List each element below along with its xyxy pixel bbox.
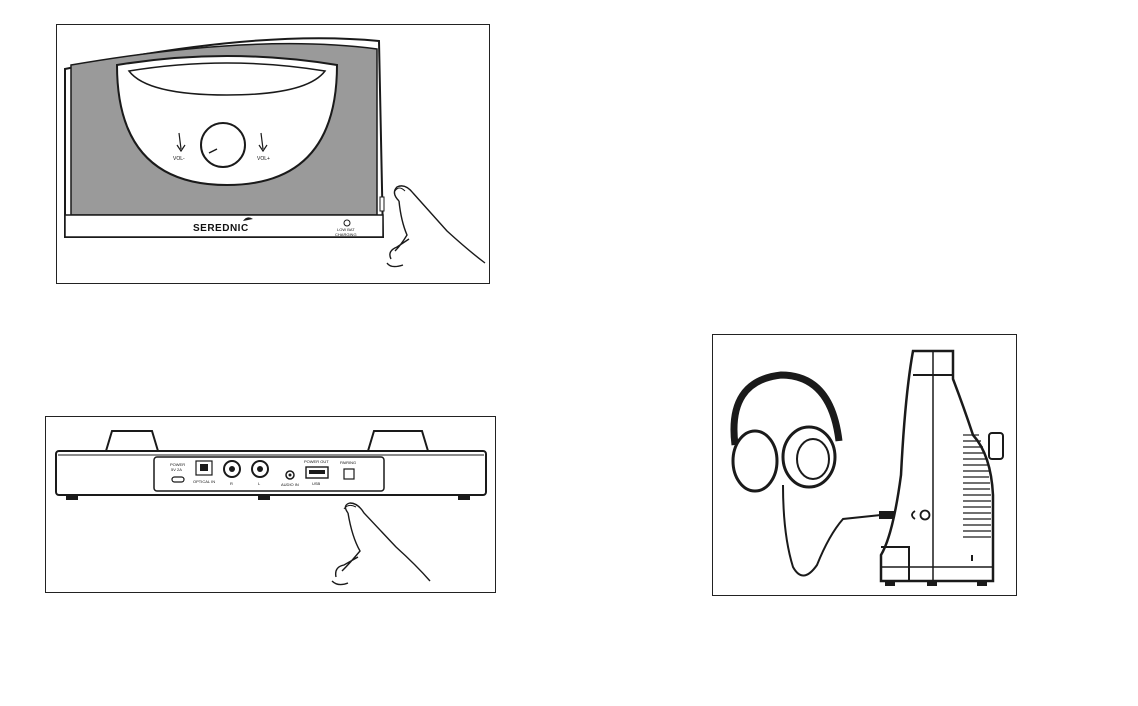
- headphone-cable: [782, 484, 882, 577]
- pairing-label: PAIRING: [340, 460, 356, 465]
- device-lower-ledge: [881, 546, 910, 581]
- hand-finger-icon: [331, 502, 431, 586]
- headphone-jack: [919, 509, 931, 521]
- back-view-illustration: POWER 5V 2A OPTICAL IN R L AUDIO IN POWE…: [55, 430, 487, 586]
- fingernail: [394, 187, 406, 192]
- audio-in-core: [288, 473, 292, 477]
- vol-plus-arrow-icon: [258, 132, 268, 153]
- indicator-label-line1: LOW BAT: [337, 227, 355, 232]
- bottom-strip: [64, 214, 384, 238]
- volume-knob: [200, 122, 246, 168]
- foot-1: [885, 581, 895, 586]
- handle-inner-curve: [127, 62, 327, 96]
- audio-plug: [879, 511, 897, 519]
- led-indicator: [343, 219, 351, 227]
- back-view-panel: POWER 5V 2A OPTICAL IN R L AUDIO IN POWE…: [45, 416, 496, 593]
- side-view-illustration: [730, 349, 1004, 586]
- left-cradle: [105, 430, 159, 452]
- vol-minus-arrow-icon: [176, 132, 186, 153]
- optical-inner: [200, 464, 208, 471]
- rca-right-label: R: [230, 481, 233, 486]
- left-earcup: [731, 429, 779, 493]
- optical-label: OPTICAL IN: [193, 479, 215, 484]
- knob-indicator: [208, 148, 218, 154]
- power-out-label-line1: POWER OUT: [304, 459, 329, 464]
- headband: [730, 371, 843, 446]
- power-label-line2: 5V 2A: [171, 467, 182, 472]
- device-side-outline: [879, 349, 995, 583]
- foot-2: [927, 581, 937, 586]
- right-earcup-pad: [796, 438, 830, 480]
- foot-right: [458, 495, 470, 500]
- pairing-button: [343, 468, 355, 480]
- front-view-illustration: VOL- VOL+ SEREDNIC LOW BAT CHARGING: [64, 37, 486, 268]
- foot-mid: [258, 495, 270, 500]
- right-cradle: [367, 430, 429, 452]
- side-view-panel: [712, 334, 1017, 596]
- side-button: [379, 196, 385, 212]
- headband-inner: [741, 383, 832, 446]
- rca-left-core: [257, 466, 263, 472]
- fingernail: [343, 504, 357, 510]
- jack-c-icon: [911, 510, 916, 520]
- power-out-label-line2: USB: [312, 481, 321, 486]
- front-view-panel: VOL- VOL+ SEREDNIC LOW BAT CHARGING: [56, 24, 490, 284]
- rca-left-label: L: [258, 481, 261, 486]
- usb-inner: [309, 470, 325, 474]
- brand-mark-icon: [243, 217, 253, 221]
- side-grille: [963, 434, 991, 538]
- small-notch: [971, 555, 973, 561]
- indicator-label-line2: CHARGING: [335, 232, 357, 237]
- side-knob: [988, 432, 1004, 460]
- vol-plus-label: VOL+: [257, 156, 270, 162]
- power-label-line1: POWER: [170, 462, 185, 467]
- usb-c-power-port: [171, 476, 185, 483]
- vol-minus-label: VOL-: [173, 156, 185, 162]
- rca-right-core: [229, 466, 235, 472]
- brand-logo-text: SEREDNIC: [193, 223, 249, 234]
- audio-in-label: AUDIO IN: [281, 482, 299, 487]
- foot-left: [66, 495, 78, 500]
- foot-3: [977, 581, 987, 586]
- hand-finger-icon: [386, 185, 486, 268]
